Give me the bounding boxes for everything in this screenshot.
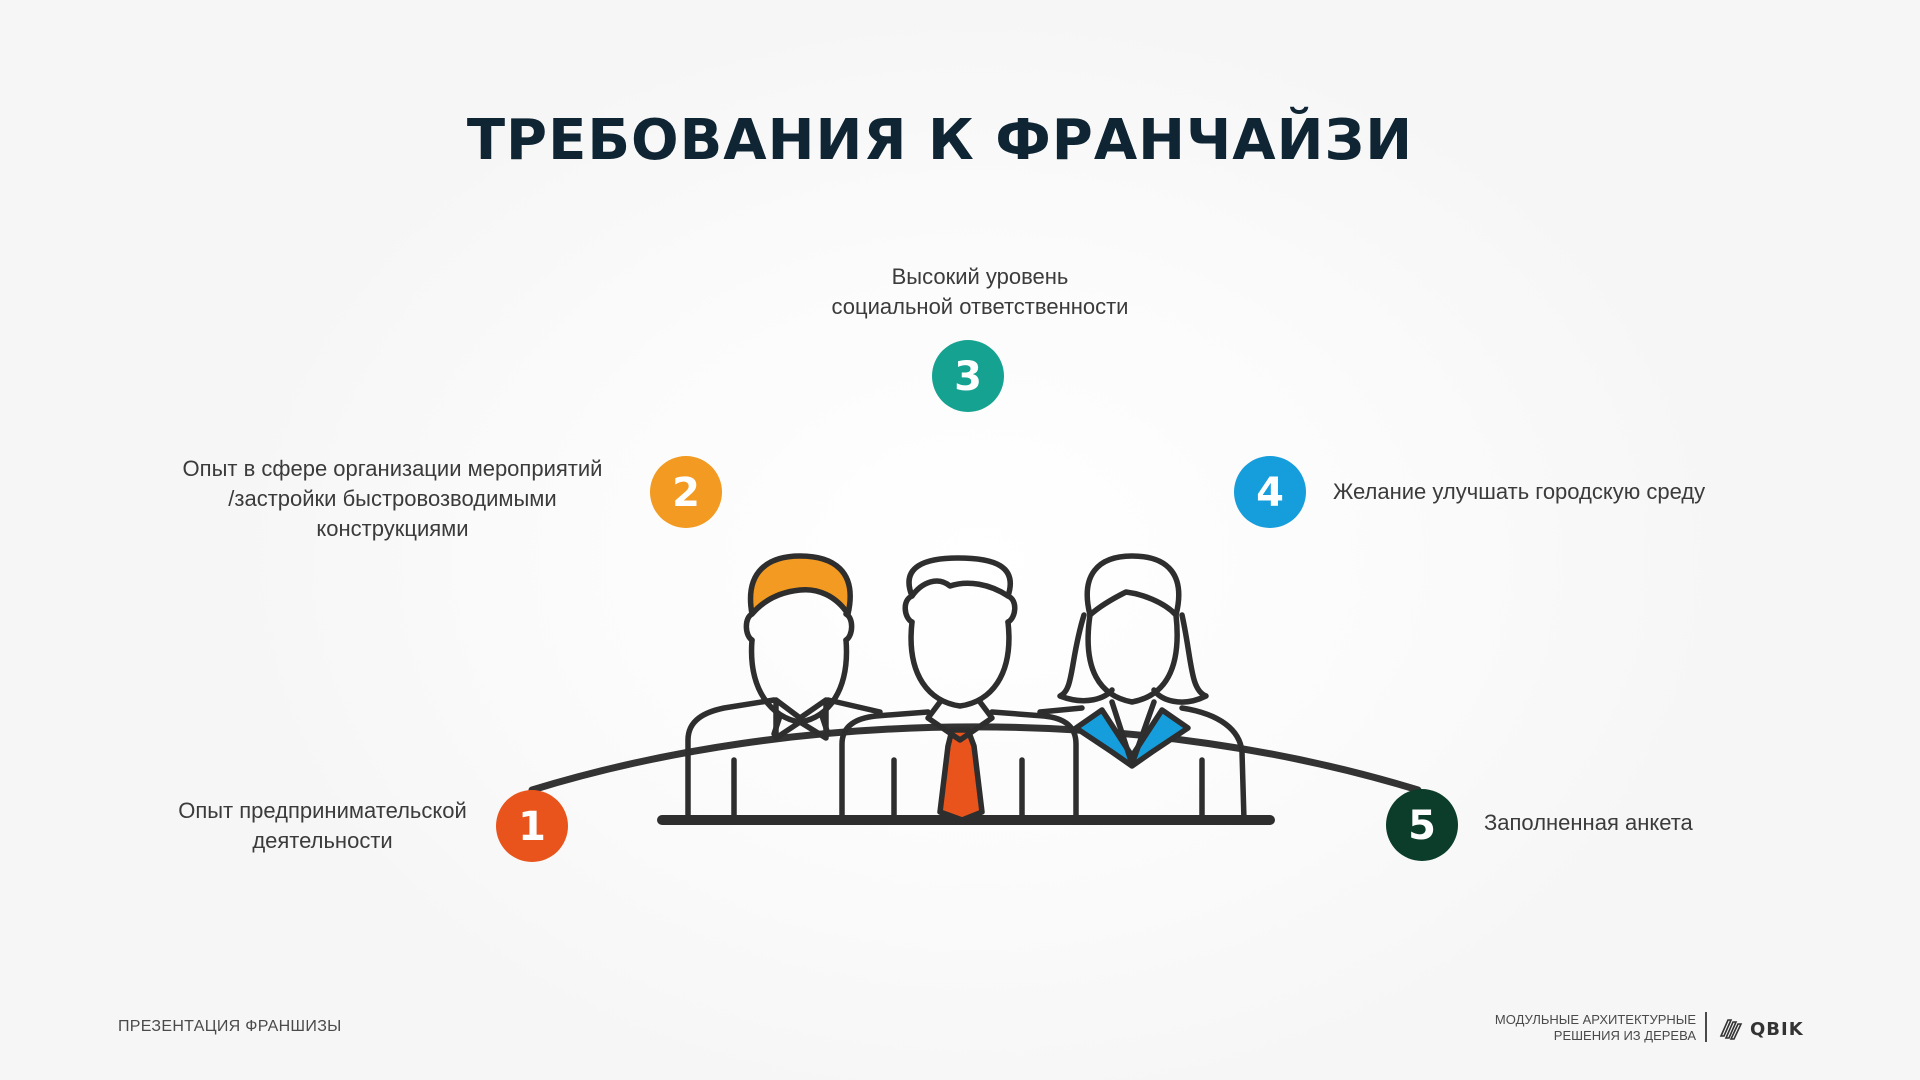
- center-man-icon: [839, 555, 1079, 823]
- step-1-number: 1: [518, 804, 546, 850]
- step-2-circle: [650, 456, 722, 528]
- step-2-number: 2: [672, 470, 700, 516]
- step-3-circle: [932, 340, 1004, 412]
- step-3-number: 3: [954, 354, 982, 400]
- footer-company-tagline: МОДУЛЬНЫЕ АРХИТЕКТУРНЫЕ РЕШЕНИЯ ИЗ ДЕРЕВ…: [1494, 1012, 1696, 1043]
- team-illustration-icon: [657, 553, 1275, 825]
- step-5-circle: [1386, 789, 1458, 861]
- step-1: 1: [496, 790, 568, 862]
- qbik-logo-icon: [1719, 1019, 1743, 1040]
- woman-icon: [1037, 553, 1247, 823]
- step-1-circle: [496, 790, 568, 862]
- step-5: 5: [1386, 789, 1458, 861]
- step-4: 4: [1234, 456, 1306, 528]
- left-man-icon: [685, 553, 883, 823]
- requirement-1-text: Опыт предпринимательской деятельности: [178, 798, 467, 853]
- step-4-circle: [1234, 456, 1306, 528]
- requirement-4-text: Желание улучшать городскую среду: [1333, 479, 1706, 504]
- requirement-2-text: Опыт в сфере организации мероприятий /за…: [182, 456, 603, 541]
- step-5-number: 5: [1408, 803, 1436, 849]
- left-man-hair: [747, 553, 853, 617]
- page-title: ТРЕБОВАНИЯ К ФРАНЧАЙЗИ: [466, 108, 1414, 173]
- center-man-tie: [937, 727, 985, 823]
- requirement-3-text: Высокий уровень социальной ответственнос…: [831, 264, 1129, 319]
- logo-text: QBIK: [1750, 1018, 1804, 1040]
- requirement-5-text: Заполненная анкета: [1484, 810, 1693, 835]
- footer-presentation-label: ПРЕЗЕНТАЦИЯ ФРАНШИЗЫ: [118, 1018, 342, 1035]
- footer-divider: [1705, 1012, 1707, 1042]
- company-logo: QBIK: [1718, 1014, 1808, 1044]
- step-2: 2: [650, 456, 722, 528]
- step-3: 3: [932, 340, 1004, 412]
- step-4-number: 4: [1256, 470, 1284, 516]
